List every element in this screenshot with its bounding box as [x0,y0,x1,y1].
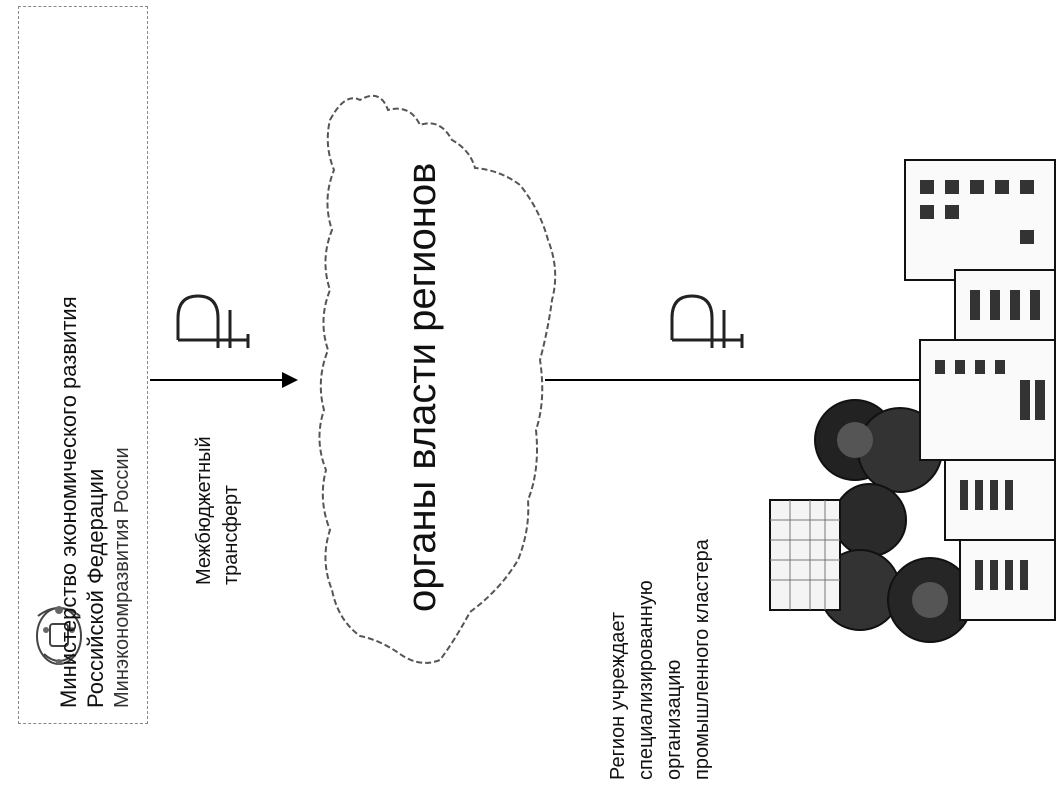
ruble-icon [176,294,250,348]
transfer-label-line1: Межбюджетный [193,436,215,585]
cluster-label-line4: промышленного кластера [691,539,713,780]
city-buildings-icon [904,159,1056,621]
building-icon [769,499,841,611]
cluster-arrow [545,372,951,388]
coat-of-arms-icon [36,606,82,665]
ruble-icon [670,294,744,348]
ministry-box [18,6,148,724]
transfer-arrow [150,372,298,388]
cluster-label-line2: специализированную [635,580,657,780]
transfer-label-line2: трансферт [220,485,242,585]
coins-icon [814,399,973,643]
cluster-label-line1: Регион учреждает [607,611,629,780]
cluster-label-line3: организацию [663,659,685,780]
regions-label: органы власти регионов [400,162,444,612]
